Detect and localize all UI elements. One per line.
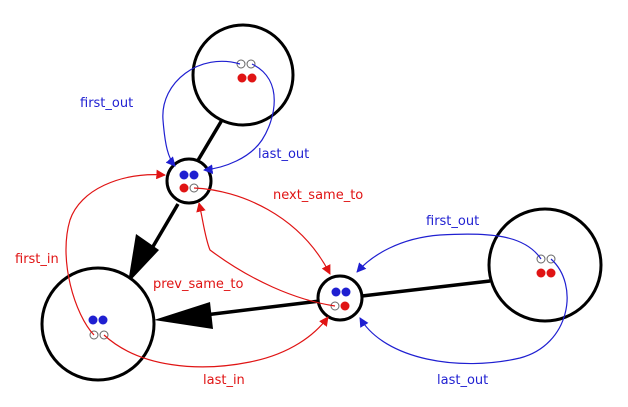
label-prev-same-to: prev_same_to bbox=[153, 277, 244, 292]
label-first-out-top: first_out bbox=[80, 96, 133, 111]
label-first-out-right: first_out bbox=[426, 214, 479, 229]
top-out-slot-2 bbox=[246, 59, 256, 69]
last-out-top-arrow bbox=[203, 63, 275, 174]
arrowhead-to-left-node-2 bbox=[154, 302, 213, 329]
edge-top-to-upper-small bbox=[195, 119, 224, 163]
arc-lower bbox=[316, 274, 364, 322]
prev-same-to-arrow bbox=[196, 202, 336, 307]
top-red-dot-1 bbox=[237, 73, 247, 83]
edge-right-to-lower-small bbox=[361, 279, 491, 298]
next-same-to-arrow bbox=[193, 187, 331, 275]
label-last-out-top: last_out bbox=[258, 147, 309, 162]
arc-upper bbox=[165, 157, 213, 205]
edge-lower-small-to-left bbox=[204, 299, 321, 317]
arc-upper-red-dot bbox=[179, 183, 189, 193]
right-red-dot-2 bbox=[546, 268, 556, 278]
first-in-arrow bbox=[65, 169, 166, 336]
arc-lower-blue-dot-2 bbox=[341, 287, 351, 297]
label-last-out-right: last_out bbox=[437, 373, 488, 388]
top-out-slot-1 bbox=[236, 59, 246, 69]
label-last-in: last_in bbox=[203, 373, 245, 388]
arc-lower-blue-dot-1 bbox=[331, 287, 341, 297]
top-red-dot-2 bbox=[247, 73, 257, 83]
last-out-right-arrow bbox=[359, 258, 568, 365]
arc-upper-blue-dot-2 bbox=[189, 170, 199, 180]
left-blue-dot-2 bbox=[98, 315, 108, 325]
arc-lower-red-dot bbox=[340, 301, 350, 311]
label-first-in: first_in bbox=[15, 252, 59, 267]
first-out-right-arrow bbox=[356, 233, 542, 273]
arrowhead-to-left-node bbox=[128, 234, 159, 283]
right-red-dot-1 bbox=[536, 268, 546, 278]
first-out-top-arrow bbox=[162, 60, 241, 167]
label-next-same-to: next_same_to bbox=[273, 188, 363, 203]
node-left bbox=[40, 266, 156, 382]
node-right bbox=[487, 207, 603, 323]
arc-upper-blue-dot-1 bbox=[179, 170, 189, 180]
left-blue-dot-1 bbox=[88, 315, 98, 325]
last-in-arrow bbox=[103, 316, 329, 368]
